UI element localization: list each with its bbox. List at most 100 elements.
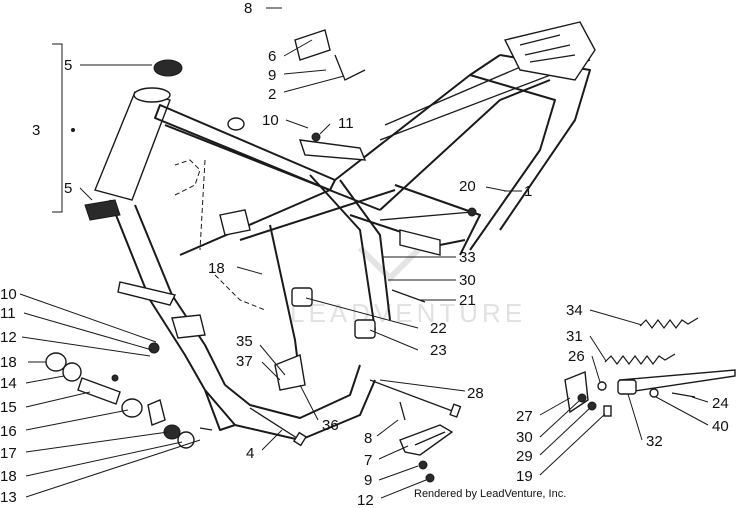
credit-text: Rendered by LeadVenture, Inc. (414, 488, 566, 500)
callout-17: 17 (0, 445, 17, 462)
side-stand-parts (564, 317, 736, 417)
bolt-4 (249, 407, 301, 441)
lead-5mid (79, 187, 93, 201)
callout-23: 23 (430, 342, 447, 359)
callout-labels: 8 6 9 2 10 11 5 3 5 20 1 18 33 30 21 10 … (0, 0, 729, 508)
lead-29 (539, 407, 591, 456)
collar-17 (163, 424, 181, 440)
lead-26 (591, 355, 601, 383)
long-bolts (249, 207, 477, 447)
lead-12low (380, 479, 427, 499)
callout-16: 16 (0, 423, 17, 440)
bolt-20 (379, 211, 473, 221)
callout-18-left: 18 (0, 354, 17, 371)
pin-26 (597, 381, 607, 391)
lead-14 (25, 375, 65, 384)
bracket-left (117, 281, 177, 306)
lead-10top (285, 119, 309, 129)
main-frame (84, 21, 596, 441)
lead-8low (376, 419, 399, 437)
bolt-head (311, 132, 321, 142)
dot-3 (71, 128, 75, 132)
lead-17 (25, 431, 169, 453)
lead-30low (539, 399, 581, 438)
rear-rack-plate (503, 21, 596, 81)
pivot-parts (45, 342, 213, 449)
top-tube-inner (164, 124, 381, 211)
group-bracket-3 (52, 43, 63, 213)
callout-19: 19 (516, 468, 533, 485)
center-post-left (309, 174, 376, 331)
cradle-bend (204, 389, 236, 431)
watermark-logo (357, 245, 423, 283)
bolt-28-head (449, 403, 462, 418)
nut-9-low (418, 460, 428, 470)
callout-10-left: 10 (0, 286, 17, 303)
callout-9-top: 9 (268, 67, 276, 84)
pivot-shaft-15 (77, 377, 121, 405)
callout-22: 22 (430, 320, 447, 337)
callout-2: 2 (268, 86, 276, 103)
callout-37: 37 (236, 353, 253, 370)
callout-30-mid: 30 (459, 272, 476, 289)
lead-15 (25, 391, 91, 408)
callout-24: 24 (712, 395, 729, 412)
bolt-21 (391, 289, 426, 303)
center-post-right (339, 179, 391, 321)
callout-5-mid: 5 (64, 180, 72, 197)
callout-27: 27 (516, 408, 533, 425)
callout-28: 28 (467, 385, 484, 402)
lead-9top (283, 69, 327, 75)
callout-11-left: 11 (0, 305, 16, 322)
callout-18-mid: 18 (208, 260, 225, 277)
mount-block-2 (354, 319, 376, 339)
down-tube-left (109, 199, 206, 391)
callout-29: 29 (516, 448, 533, 465)
callout-18-low: 18 (0, 468, 17, 485)
callout-33: 33 (459, 249, 476, 266)
footpeg-ridge (414, 431, 446, 446)
callout-30-low: 30 (516, 429, 533, 446)
lead-36 (299, 384, 319, 421)
lead-20 (485, 186, 507, 192)
stand-bracket-27 (564, 371, 589, 414)
lead-34 (589, 309, 643, 326)
top-cap (153, 59, 183, 77)
callout-3: 3 (32, 122, 40, 139)
lower-bracket (171, 314, 206, 339)
cross-tube (179, 189, 331, 256)
outline-dash-2 (214, 274, 266, 311)
leader-lines (19, 7, 709, 499)
rear-crossmember (394, 184, 481, 256)
lead-11top (319, 123, 331, 135)
footrest-parts (399, 401, 454, 483)
side-stand-leg-32 (618, 369, 736, 393)
callout-7: 7 (364, 452, 372, 469)
callout-32: 32 (646, 433, 663, 450)
callout-4: 4 (246, 445, 254, 462)
washer-12-low (425, 473, 435, 483)
spring-31 (604, 353, 676, 365)
nut-12 (148, 342, 160, 354)
bolt-4-head (292, 431, 308, 447)
washer-18 (45, 352, 67, 372)
callout-1: 1 (524, 183, 532, 200)
cross-tube-2 (239, 189, 396, 241)
top-bracket (294, 29, 331, 61)
lead-23 (369, 329, 419, 351)
bolt-28 (369, 379, 456, 413)
lead-10left (19, 293, 157, 343)
small-nut (111, 374, 119, 382)
rear-tab (399, 229, 441, 256)
callout-35: 35 (236, 333, 253, 350)
callout-15: 15 (0, 399, 17, 416)
lead-24 (691, 396, 709, 403)
callout-12-left: 12 (0, 329, 17, 346)
lead-2 (283, 75, 345, 93)
seat-rail-left (334, 54, 501, 181)
callout-13: 13 (0, 489, 17, 506)
outline-dash-1 (174, 159, 201, 196)
callout-9-low: 9 (364, 472, 372, 489)
lead-27 (539, 397, 571, 416)
